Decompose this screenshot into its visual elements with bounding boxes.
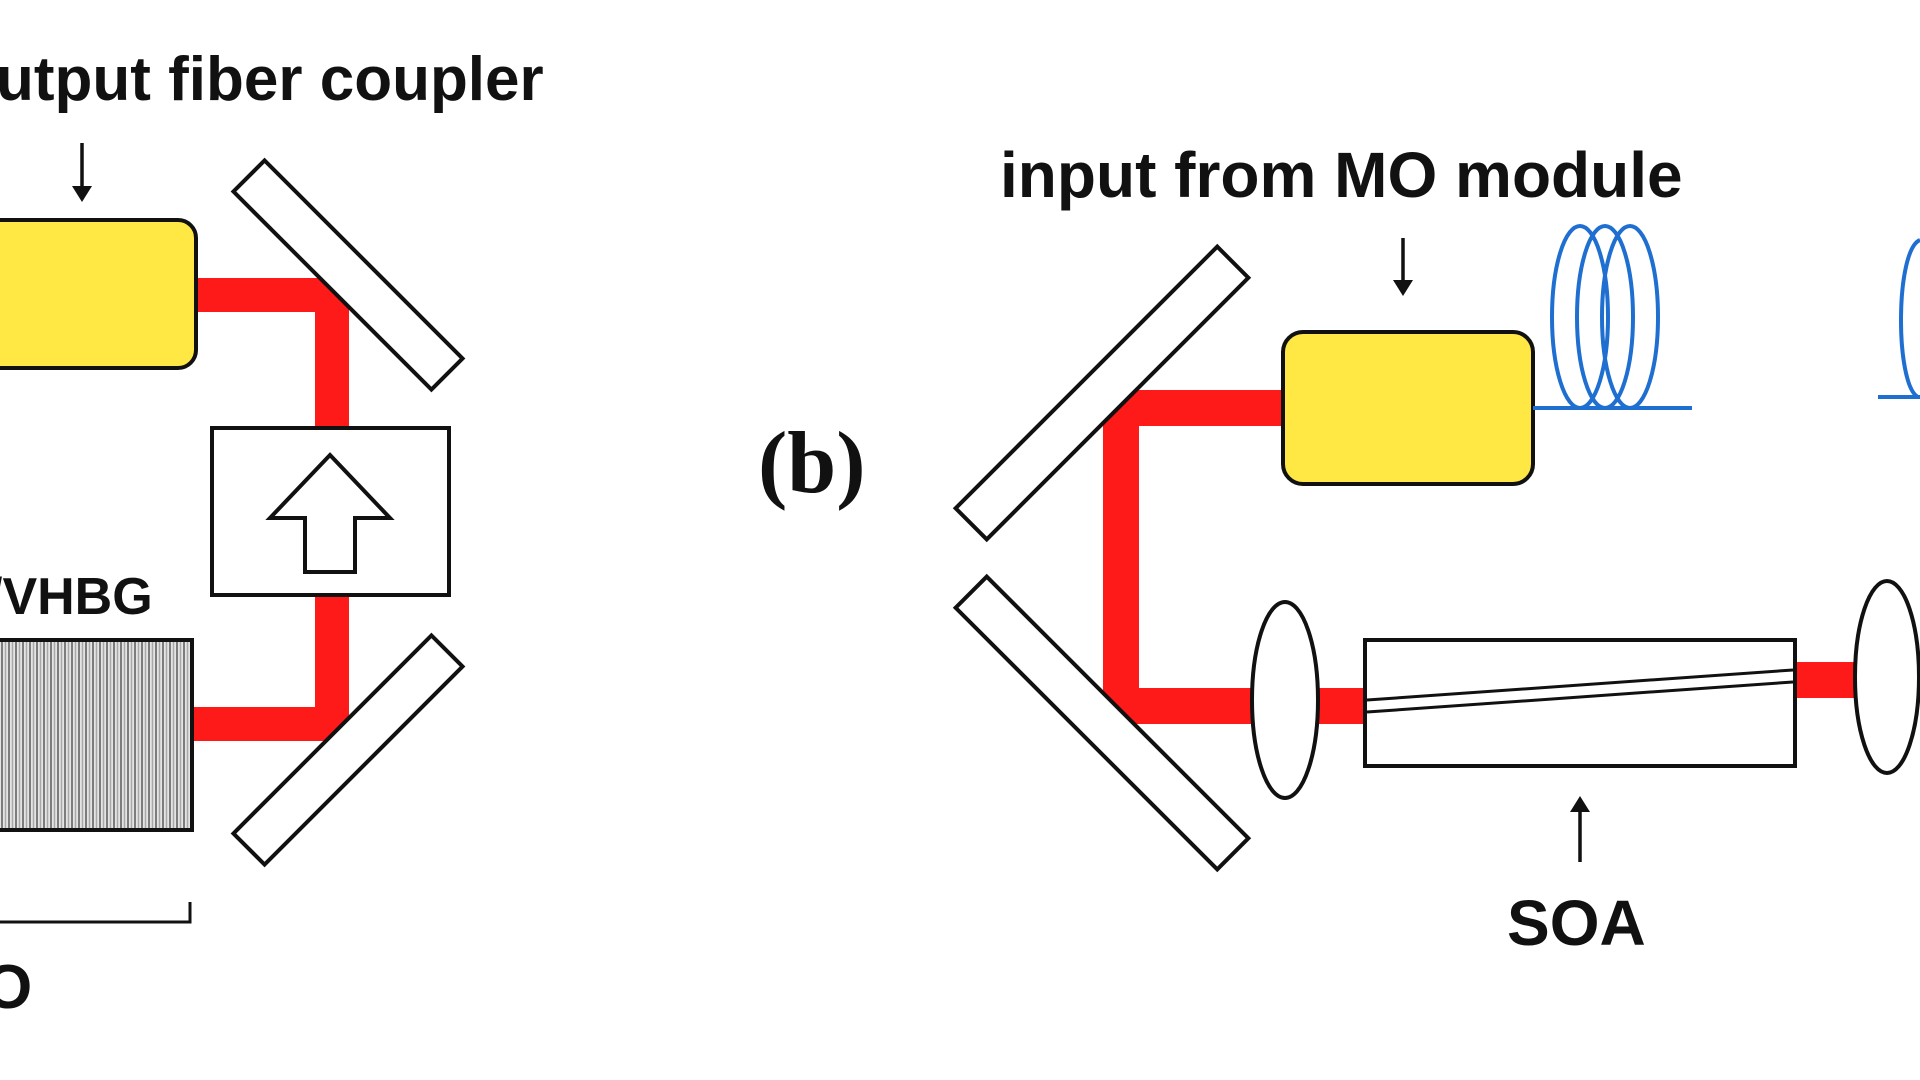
input-from-mo-label: input from MO module (1000, 139, 1683, 211)
mirror-lower-b (952, 573, 1252, 873)
mo-label-partial: O (0, 953, 32, 1022)
output-coupler-label: utput fiber coupler (0, 45, 544, 114)
soa-chip (1363, 638, 1797, 768)
lens-left (1250, 600, 1320, 800)
laser-beam (1103, 390, 1290, 724)
fiber-coil-icon (1878, 238, 1920, 399)
soa-pointer-arrow (1570, 796, 1590, 862)
panel-a: utput fiber coupler /VHBG O (0, 45, 544, 1022)
coupler-pointer-arrow (72, 143, 92, 202)
vhbg-grating (0, 638, 194, 832)
module-bracket (0, 902, 192, 924)
fiber-coil-icon (1533, 224, 1692, 410)
lens-right (1853, 579, 1920, 775)
output-fiber-coupler (0, 218, 198, 370)
input-pointer-arrow (1393, 238, 1413, 296)
input-fiber-coupler (1281, 330, 1535, 486)
mirror-upper-a (230, 157, 466, 393)
vhbg-label: /VHBG (0, 568, 153, 626)
panel-b-label: (b) (758, 415, 866, 512)
mirror-lower-a (230, 632, 466, 868)
mirror-upper-b (952, 243, 1252, 543)
soa-label: SOA (1507, 887, 1646, 959)
up-arrow-icon (265, 452, 395, 574)
soa-waveguide (1366, 668, 1794, 714)
panel-b: (b) input from MO module (758, 139, 1920, 959)
